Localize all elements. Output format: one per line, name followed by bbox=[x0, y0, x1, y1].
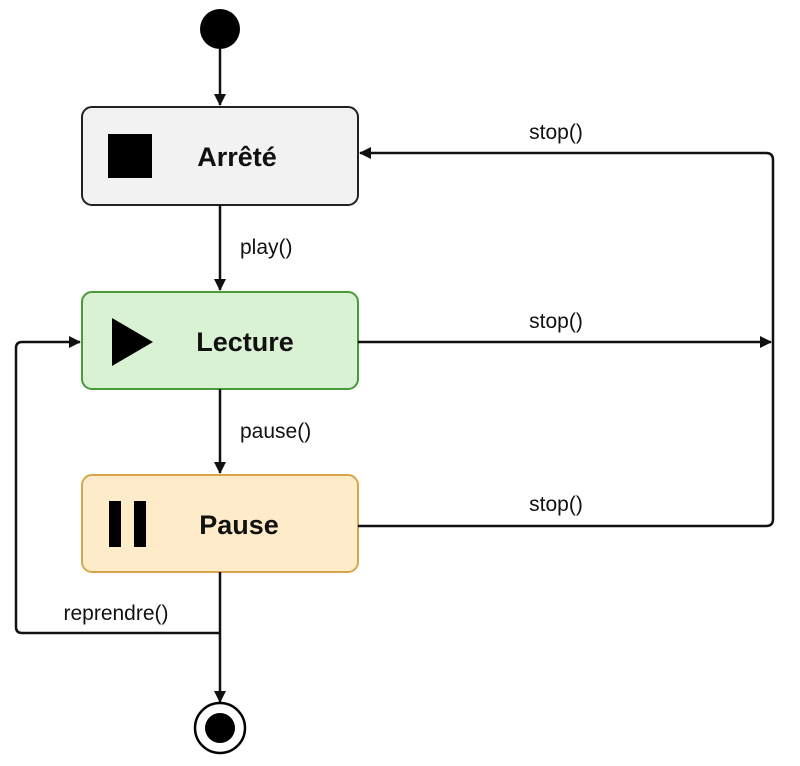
edge-resume-label: reprendre() bbox=[63, 602, 168, 625]
state-stopped[interactable]: Arrêté bbox=[81, 106, 359, 206]
pause-bars-icon bbox=[109, 501, 146, 547]
final-node-icon bbox=[193, 701, 247, 755]
edge-stop-from-playing-label: stop() bbox=[529, 310, 583, 333]
initial-node-icon bbox=[200, 9, 240, 49]
state-playing[interactable]: Lecture bbox=[81, 291, 359, 390]
edge-pause-label: pause() bbox=[240, 420, 311, 443]
edge-play-label: play() bbox=[240, 236, 293, 259]
edge-stop-bus bbox=[358, 147, 775, 528]
edge-resume bbox=[14, 336, 220, 635]
play-triangle-icon bbox=[112, 318, 153, 366]
edge-stop-from-stopped-label: stop() bbox=[529, 121, 583, 144]
state-playing-label: Lecture bbox=[196, 327, 294, 357]
stop-square-icon bbox=[108, 134, 152, 178]
state-paused[interactable]: Pause bbox=[81, 474, 359, 573]
edge-stop-from-paused-label: stop() bbox=[529, 493, 583, 516]
state-paused-label: Pause bbox=[199, 510, 279, 540]
state-stopped-label: Arrêté bbox=[197, 142, 277, 172]
